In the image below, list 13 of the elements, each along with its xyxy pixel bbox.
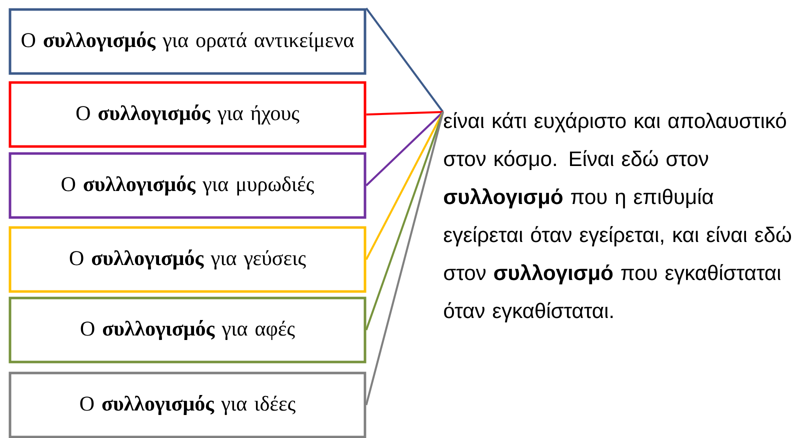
text-box: Ο συλλογισμός για αφές: [8, 296, 366, 364]
connector-line: [365, 112, 444, 406]
connector-line: [365, 8, 444, 113]
text-box: Ο συλλογισμός για ήχους: [8, 81, 366, 148]
text-box: Ο συλλογισμός για μυρωδιές: [8, 152, 366, 219]
text-box: Ο συλλογισμός για ιδέες: [8, 372, 366, 438]
connector-line: [365, 112, 444, 330]
description-text: είναι κάτι ευχάριστο και απολαυστικό στον κόσμο. Είναι εδώ στον συλλογισμό που η επιθυμία εγείρεται όταν εγείρεται, και είναι εδώ στον συλλογισμό που εγκαθίσταται όταν εγκαθίσταται.: [444, 112, 792, 322]
connector-line: [366, 111, 444, 116]
text-box: Ο συλλογισμός για ορατά αντικείμενα: [8, 8, 366, 75]
text-box: Ο συλλογισμός για γεύσεις: [8, 226, 366, 293]
connector-line: [365, 112, 444, 260]
connector-line: [366, 111, 444, 186]
